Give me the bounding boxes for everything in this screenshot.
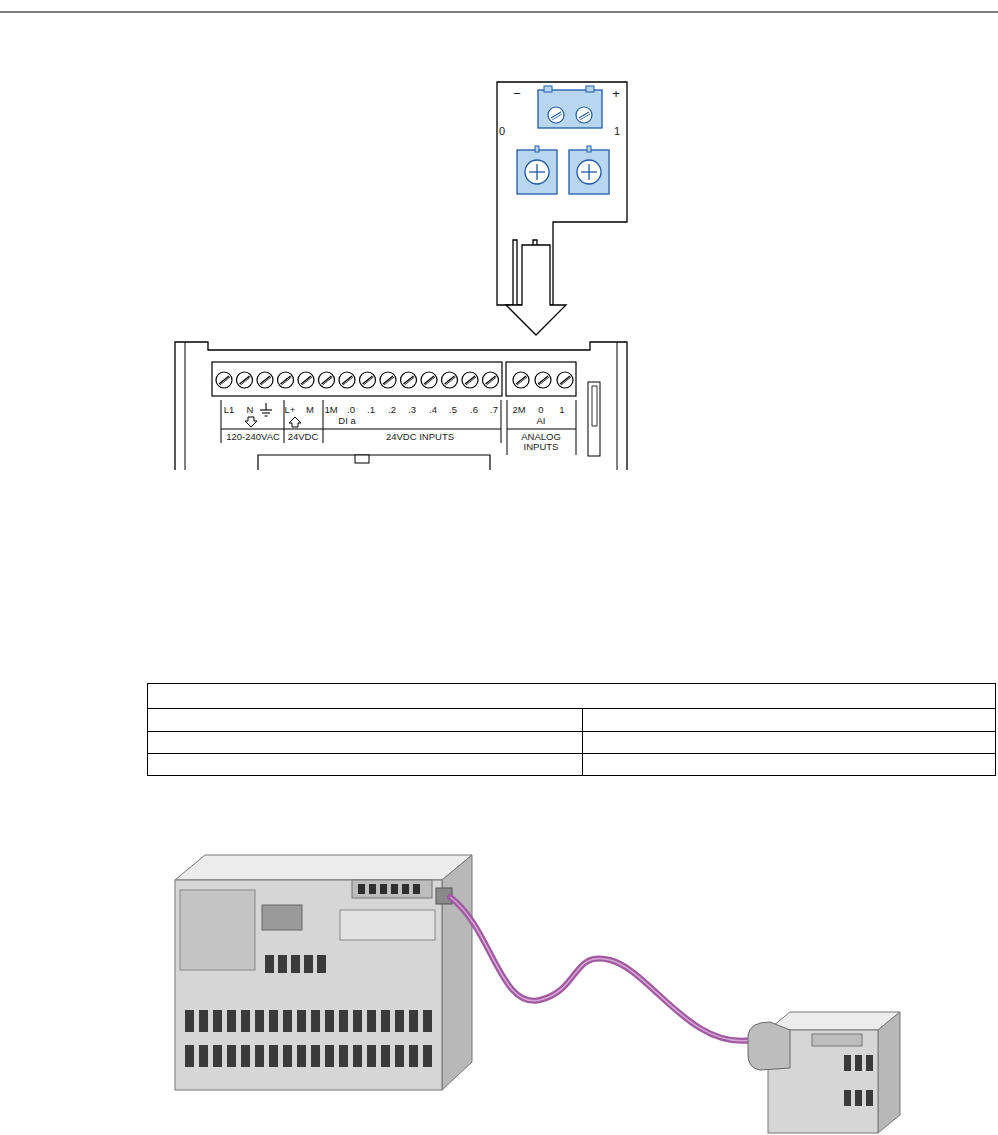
page-rule xyxy=(0,12,998,13)
table-grid xyxy=(148,684,996,776)
terminal-label: .1 xyxy=(367,405,375,415)
insert-arrow xyxy=(506,245,566,335)
terminal-label: 2M xyxy=(512,405,525,415)
cable xyxy=(450,897,752,1041)
terminal-label: N xyxy=(247,405,254,415)
terminal-label: 24VDC xyxy=(288,432,319,442)
terminal-label: + xyxy=(612,87,620,100)
terminal-label: − xyxy=(513,87,521,100)
terminal-label: 1M xyxy=(324,405,337,415)
terminal-label: 1 xyxy=(559,405,564,415)
terminal-label: .2 xyxy=(388,405,396,415)
terminal-label: 0 xyxy=(538,405,543,415)
terminal-label: AI xyxy=(537,416,546,426)
terminal-label: 0 xyxy=(499,126,505,137)
terminal-label: DI a xyxy=(338,416,355,426)
terminal-label: M xyxy=(306,405,314,415)
terminal-label: ANALOG INPUTS xyxy=(515,432,567,453)
cable-highlight xyxy=(450,897,752,1041)
terminal-label: L+ xyxy=(285,405,296,415)
terminal-label: .6 xyxy=(470,405,478,415)
terminal-label: 1 xyxy=(614,126,620,137)
terminal-label: L1 xyxy=(224,405,235,415)
terminal-label: .7 xyxy=(490,405,498,415)
cpu-picture xyxy=(175,855,472,1090)
terminal-label: 24VDC INPUTS xyxy=(386,432,454,442)
input-simulator xyxy=(497,82,627,305)
terminal-label: .5 xyxy=(449,405,457,415)
device-picture xyxy=(748,1012,900,1133)
terminal-label: .4 xyxy=(429,405,437,415)
terminal-label: .0 xyxy=(347,405,355,415)
terminal-strip xyxy=(175,342,627,470)
terminal-label: 120-240VAC xyxy=(226,432,280,442)
terminal-label: .3 xyxy=(408,405,416,415)
